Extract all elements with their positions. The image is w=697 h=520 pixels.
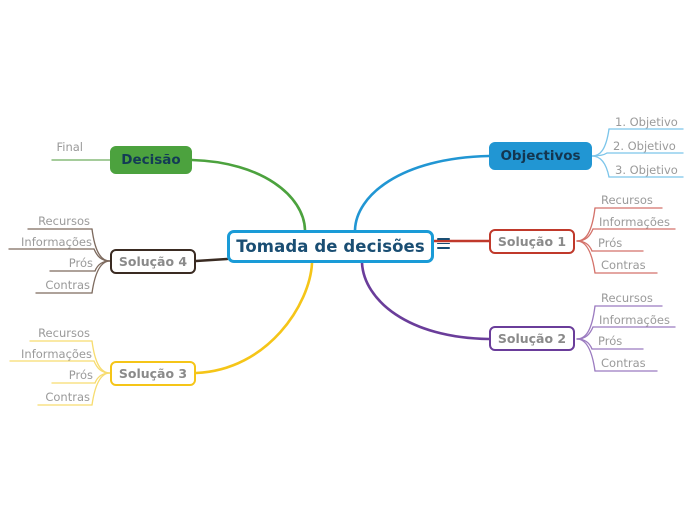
connector-solucao-2-child-2 <box>576 326 594 340</box>
connector-solucao-2-child-4 <box>576 338 596 372</box>
leaf-solucao-4-contras[interactable]: Contras <box>45 278 90 292</box>
connector-solucao-1-child-2 <box>576 228 594 242</box>
branch-node-decisao[interactable]: Decisão <box>110 146 192 174</box>
leaf-solucao-4-pros[interactable]: Prós <box>68 256 93 270</box>
branch-node-solucao-4[interactable]: Solução 4 <box>110 249 196 274</box>
leaf-solucao-4-informacoes[interactable]: Informações <box>21 235 92 249</box>
leaf-objectivos-2[interactable]: 2. Objetivo <box>613 139 676 153</box>
connector-solucao-4-child-3 <box>94 260 111 272</box>
leaf-solucao-1-pros[interactable]: Prós <box>598 236 623 250</box>
connector-solucao-3-child-3 <box>94 372 111 384</box>
leaf-objectivos-1[interactable]: 1. Objetivo <box>615 115 678 129</box>
connector-solucao-1-child-3 <box>576 240 593 252</box>
leaf-solucao-3-pros[interactable]: Prós <box>68 368 93 382</box>
leaf-solucao-2-recursos[interactable]: Recursos <box>601 291 653 305</box>
leaf-objectivos-3[interactable]: 3. Objetivo <box>615 163 678 177</box>
connector-solucao-4-child-4 <box>91 260 111 294</box>
connector-solucao-1-child-4 <box>576 240 596 274</box>
leaf-solucao-2-pros[interactable]: Prós <box>598 334 623 348</box>
leaf-solucao-1-informacoes[interactable]: Informações <box>599 215 670 229</box>
leaf-solucao-4-recursos[interactable]: Recursos <box>38 214 90 228</box>
branch-node-solucao-2[interactable]: Solução 2 <box>489 326 575 351</box>
branch-node-objectivos[interactable]: Objectivos <box>489 142 592 170</box>
connector-root-solucao-4 <box>194 257 229 263</box>
branch-node-solucao-3[interactable]: Solução 3 <box>110 361 196 386</box>
leaf-solucao-2-contras[interactable]: Contras <box>601 356 646 370</box>
leaf-decisao-final[interactable]: Final <box>56 140 83 154</box>
branch-node-solucao-1[interactable]: Solução 1 <box>489 229 575 254</box>
leaf-solucao-1-recursos[interactable]: Recursos <box>601 193 653 207</box>
connector-objectivos-child-3 <box>591 155 610 178</box>
connector-root-solucao-2 <box>360 261 491 341</box>
connector-objectivos-child-1 <box>591 128 610 157</box>
leaf-solucao-3-contras[interactable]: Contras <box>45 390 90 404</box>
connector-solucao-4-child-1 <box>91 228 111 262</box>
connector-solucao-4-child-2 <box>93 248 111 262</box>
connector-objectivos-child-2 <box>591 152 608 157</box>
leaf-solucao-1-contras[interactable]: Contras <box>601 258 646 272</box>
leaf-solucao-2-informacoes[interactable]: Informações <box>599 313 670 327</box>
connector-solucao-2-child-3 <box>576 338 593 350</box>
connector-root-objectivos <box>353 154 491 232</box>
connector-solucao-2-child-1 <box>576 305 596 340</box>
connector-solucao-3-child-4 <box>91 372 111 406</box>
leaf-solucao-3-recursos[interactable]: Recursos <box>38 326 90 340</box>
connector-solucao-1-child-1 <box>576 207 596 242</box>
connector-solucao-3-child-1 <box>91 340 111 374</box>
hamburger-icon[interactable] <box>437 238 450 249</box>
connector-root-solucao-3 <box>194 261 314 375</box>
root-node[interactable]: Tomada de decisões <box>227 230 434 263</box>
connector-solucao-3-child-2 <box>93 360 111 374</box>
leaf-solucao-3-informacoes[interactable]: Informações <box>21 347 92 361</box>
connector-root-decisao <box>190 158 307 232</box>
